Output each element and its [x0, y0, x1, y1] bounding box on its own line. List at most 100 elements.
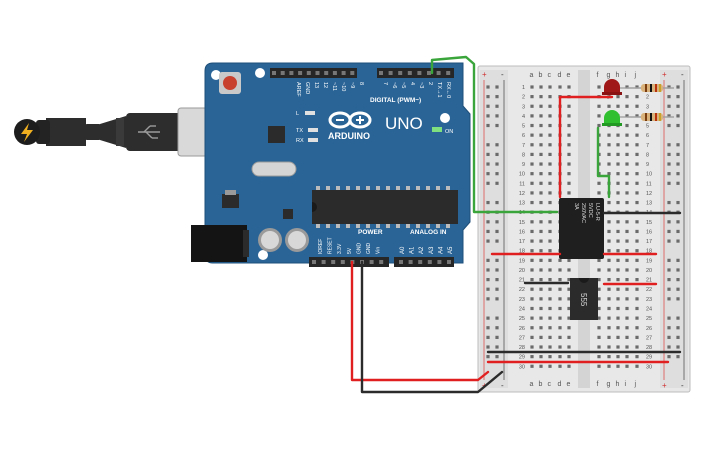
header-pin[interactable] [350, 71, 355, 75]
rail-plus-label-bottom-right: + [662, 381, 667, 390]
digital-header-label: DIGITAL (PWM~) [370, 97, 421, 104]
power-pin-label: 5V [347, 247, 353, 254]
column-letter: g [607, 72, 611, 79]
power-pin-label: GND [366, 243, 372, 255]
wire-red-5v[interactable] [350, 260, 490, 382]
header-pin[interactable] [436, 71, 441, 75]
board-model: UNO [385, 114, 423, 133]
row-number: 5 [646, 124, 649, 130]
row-number: 2 [646, 95, 649, 101]
row-number: 12 [646, 191, 652, 197]
led-l-indicator [305, 111, 315, 115]
usb-interface-chip [268, 126, 285, 143]
atmega-microcontroller [312, 186, 458, 228]
digital-pin-label: ~5 [400, 82, 406, 88]
header-pin[interactable] [417, 71, 422, 75]
row-number: 28 [519, 345, 525, 351]
header-pin[interactable] [332, 71, 337, 75]
timer-555-ic[interactable]: 555 [570, 278, 598, 320]
column-letter: b [539, 72, 543, 79]
row-number: 17 [646, 239, 652, 245]
header-pin[interactable] [324, 71, 329, 75]
header-pin[interactable] [331, 260, 336, 264]
column-letter: d [558, 381, 562, 388]
header-pin[interactable] [340, 260, 345, 264]
led-l-label: L [296, 111, 299, 117]
header-pin[interactable] [315, 71, 320, 75]
row-number: 9 [522, 162, 525, 168]
digital-pin-label: ~6 [391, 82, 397, 88]
header-pin[interactable] [447, 260, 451, 264]
power-header[interactable] [309, 257, 389, 267]
row-number: 20 [519, 268, 525, 274]
digital-header-right[interactable] [377, 68, 454, 78]
header-pin[interactable] [369, 260, 374, 264]
reset-button[interactable] [219, 72, 241, 94]
row-number: 30 [519, 364, 525, 370]
digital-pin-label: 12 [322, 82, 328, 88]
header-pin[interactable] [388, 71, 393, 75]
column-letter: c [548, 381, 552, 388]
green-led[interactable] [602, 110, 627, 126]
analog-pin-label: A2 [419, 246, 425, 254]
row-number: 24 [646, 306, 652, 312]
header-pin[interactable] [446, 71, 451, 75]
resistor-1[interactable] [627, 84, 674, 92]
header-pin[interactable] [272, 71, 276, 75]
row-number: 26 [646, 326, 652, 332]
header-pin[interactable] [298, 71, 303, 75]
small-chip [283, 209, 293, 219]
column-letter: h [616, 381, 620, 388]
row-number: 29 [646, 355, 652, 361]
header-pin[interactable] [280, 71, 285, 75]
header-pin[interactable] [407, 71, 412, 75]
row-number: 26 [519, 326, 525, 332]
digital-pin-label: RX←0 [445, 82, 451, 98]
analog-pin-label: A1 [410, 246, 416, 254]
digital-header-left[interactable] [270, 68, 357, 78]
digital-pin-label: 13 [313, 82, 319, 88]
rail-minus-label-bottom-right: - [681, 381, 684, 390]
column-letter: f [597, 381, 599, 388]
header-pin[interactable] [379, 71, 383, 75]
resistor-2[interactable] [627, 113, 674, 121]
row-number: 16 [519, 229, 525, 235]
row-number: 25 [646, 316, 652, 322]
digital-pin-label: ~9 [349, 82, 355, 88]
header-pin[interactable] [427, 260, 432, 264]
column-letter: i [625, 72, 627, 79]
row-number: 5 [522, 124, 525, 130]
power-pin-label: GND [356, 243, 362, 255]
header-pin[interactable] [289, 71, 294, 75]
header-pin[interactable] [306, 71, 311, 75]
row-number: 28 [646, 345, 652, 351]
header-pin[interactable] [341, 71, 346, 75]
header-pin[interactable] [418, 260, 423, 264]
wire-green-led[interactable] [596, 126, 611, 199]
wire-green-pin2[interactable] [430, 55, 559, 214]
wire-red-relay[interactable] [558, 95, 614, 199]
wire-black-gnd[interactable] [360, 260, 504, 394]
header-pin[interactable] [437, 260, 442, 264]
header-pin[interactable] [321, 260, 326, 264]
row-number: 9 [646, 162, 649, 168]
header-pin[interactable] [427, 71, 431, 75]
crystal-oscillator [251, 161, 297, 177]
analog-header[interactable] [394, 257, 454, 267]
rail-minus-label-top-right: - [681, 70, 684, 79]
header-pin[interactable] [379, 260, 384, 264]
column-letter: a [530, 72, 534, 79]
column-letter: i [625, 381, 627, 388]
row-number: 27 [646, 335, 652, 341]
power-jack[interactable] [191, 225, 249, 262]
row-number: 18 [519, 249, 525, 255]
rail-minus-label-top-left: - [501, 70, 504, 79]
header-pin[interactable] [399, 260, 403, 264]
header-pin[interactable] [398, 71, 403, 75]
header-pin[interactable] [408, 260, 413, 264]
header-pin[interactable] [312, 260, 316, 264]
row-number: 25 [519, 316, 525, 322]
column-letter: f [597, 72, 599, 79]
